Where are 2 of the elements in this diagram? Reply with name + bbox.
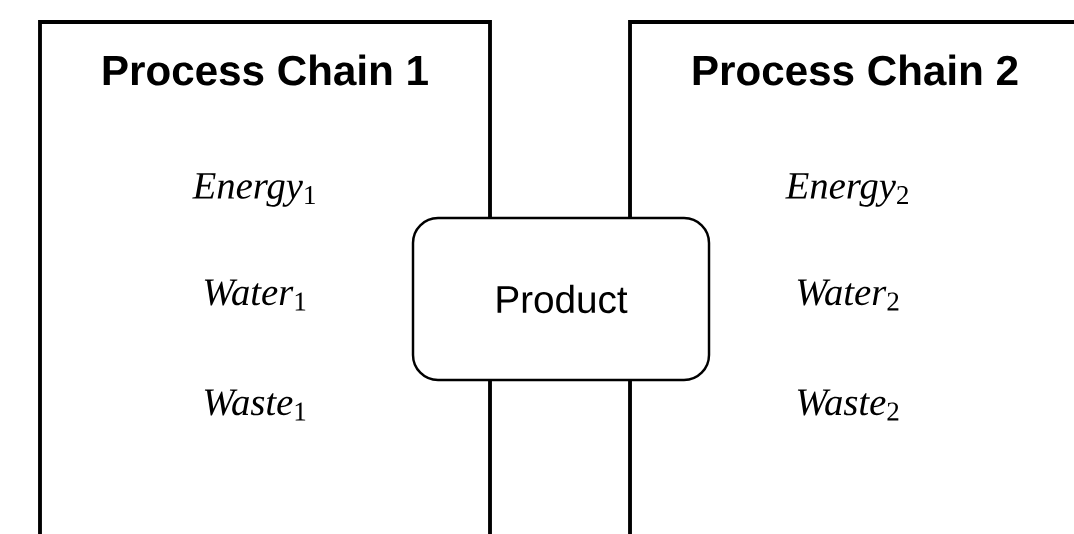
process-chain-box: Process Chain 1 Energy$_{1}$ Water$_{1}$ Waste$_{1}$ <box>38 20 492 534</box>
product-box: Product <box>411 216 711 382</box>
